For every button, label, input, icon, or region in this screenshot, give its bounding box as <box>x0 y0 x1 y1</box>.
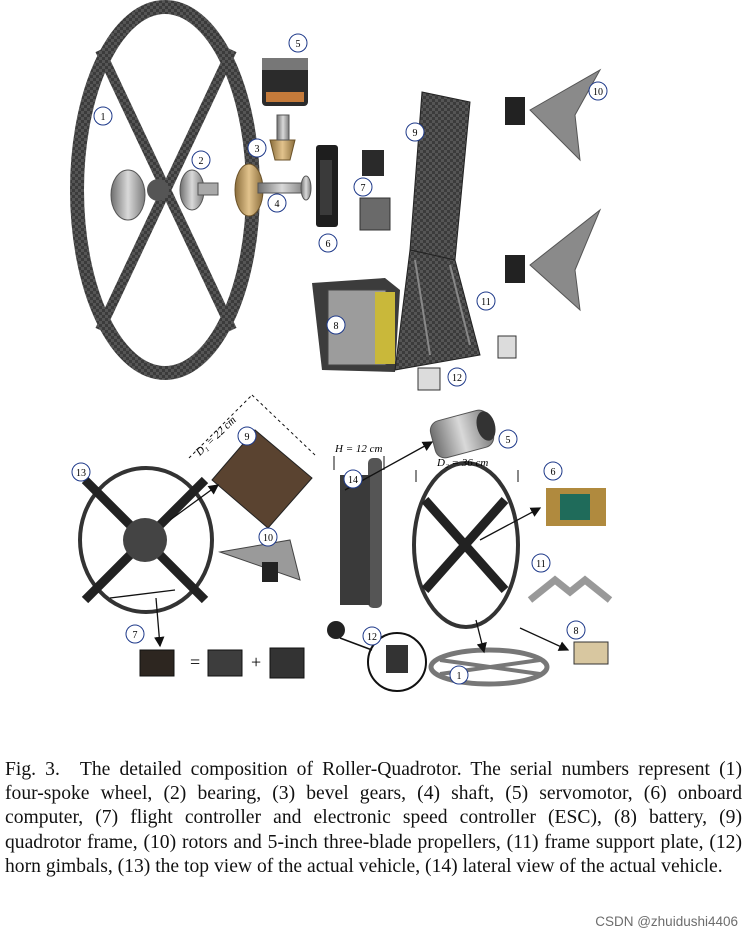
equals-symbol: = <box>190 652 200 672</box>
callout-10-top: 10 <box>588 81 608 101</box>
plus-symbol: + <box>251 652 261 672</box>
bearing-drawing <box>110 169 219 221</box>
callout-7-top: 7 <box>353 177 373 197</box>
callout-9-bottom: 9 <box>237 426 257 446</box>
svg-text:12: 12 <box>367 632 377 643</box>
battery-drawing <box>312 278 400 372</box>
vehicle-wheel-view-drawing <box>412 461 520 629</box>
frame-support-plate-drawing <box>527 575 613 603</box>
svg-text:14: 14 <box>348 475 358 486</box>
onboard-computer-drawing <box>316 145 338 227</box>
svg-text:9: 9 <box>245 432 250 443</box>
callout-14: 14 <box>343 469 363 489</box>
bevel-gears-and-shaft-drawing <box>234 114 312 217</box>
svg-text:10: 10 <box>593 87 603 98</box>
svg-text:5: 5 <box>296 39 301 50</box>
callout-markers: 1 2 3 4 5 6 7 8 9 10 11 12 13 9 10 14 5 … <box>71 33 608 685</box>
servomotor-drawing <box>262 58 308 106</box>
connector-arrows <box>109 441 570 654</box>
svg-text:13: 13 <box>76 468 86 479</box>
callout-5-top: 5 <box>288 33 308 53</box>
dimension-d1-label: D₁ = 22 cm <box>193 414 239 459</box>
svg-text:6: 6 <box>326 239 331 250</box>
four-spoke-wheel-drawing <box>70 0 260 380</box>
svg-text:1: 1 <box>101 112 106 123</box>
flight-controller-boards-drawing <box>139 647 305 679</box>
callout-8-bottom: 8 <box>566 620 586 640</box>
svg-text:2: 2 <box>199 156 204 167</box>
callout-9-top: 9 <box>405 122 425 142</box>
callout-4-top: 4 <box>267 193 287 213</box>
figure-caption: Fig. 3.The detailed composition of Rolle… <box>5 758 742 879</box>
callout-2-top: 2 <box>191 150 211 170</box>
frame-plate-drawing <box>188 394 316 529</box>
exploded-view-figure: D₁ = 22 cm H = 12 cm D₂ = 36 cm = + 1 2 … <box>70 0 613 692</box>
servomotor-photo-drawing <box>429 409 496 459</box>
callout-1-bottom: 1 <box>449 665 469 685</box>
callout-3-top: 3 <box>247 138 267 158</box>
svg-text:8: 8 <box>334 321 339 332</box>
svg-text:5: 5 <box>506 435 511 446</box>
horn-gimbals-drawing <box>417 335 517 391</box>
onboard-computer-photo-drawing <box>546 488 606 526</box>
callout-13: 13 <box>71 462 91 482</box>
quadrotor-frame-drawing <box>394 91 481 371</box>
svg-text:3: 3 <box>255 144 260 155</box>
callout-1-top: 1 <box>93 106 113 126</box>
propeller-drawing <box>218 539 301 582</box>
callout-6-bottom: 6 <box>543 461 563 481</box>
dimension-h-label: H = 12 cm <box>334 443 382 455</box>
callout-7-bottom: 7 <box>125 624 145 644</box>
battery-photo-drawing <box>573 641 609 665</box>
flat-wheel-drawing <box>428 647 550 687</box>
dimension-d2-label: D₂ = 36 cm <box>436 457 488 469</box>
watermark-text: CSDN @zhuidushi4406 <box>595 914 738 929</box>
flight-controller-drawing <box>359 150 391 231</box>
callout-5-bottom: 5 <box>498 429 518 449</box>
svg-text:12: 12 <box>452 373 462 384</box>
svg-text:1: 1 <box>457 671 462 682</box>
callout-8-top: 8 <box>326 315 346 335</box>
svg-text:11: 11 <box>536 559 546 570</box>
callout-11-bottom: 11 <box>531 553 551 573</box>
caption-text: The detailed composition of Roller-Quadr… <box>5 759 742 877</box>
callout-12-bottom: 12 <box>362 626 382 646</box>
horn-gimbal-inset-drawing <box>339 632 427 692</box>
figure-label: Fig. 3. <box>5 759 60 780</box>
callout-11-top: 11 <box>476 291 496 311</box>
svg-text:8: 8 <box>574 626 579 637</box>
callout-12-top: 12 <box>447 367 467 387</box>
svg-text:11: 11 <box>481 297 491 308</box>
vehicle-lateral-view-drawing <box>327 456 385 639</box>
svg-text:6: 6 <box>551 467 556 478</box>
svg-text:7: 7 <box>133 630 138 641</box>
svg-text:10: 10 <box>263 533 273 544</box>
rotors-drawing <box>505 68 602 312</box>
svg-text:7: 7 <box>361 183 366 194</box>
callout-10-bottom: 10 <box>258 527 278 547</box>
svg-text:9: 9 <box>413 128 418 139</box>
svg-text:4: 4 <box>275 199 280 210</box>
callout-6-top: 6 <box>318 233 338 253</box>
vehicle-top-view-drawing <box>78 466 214 614</box>
